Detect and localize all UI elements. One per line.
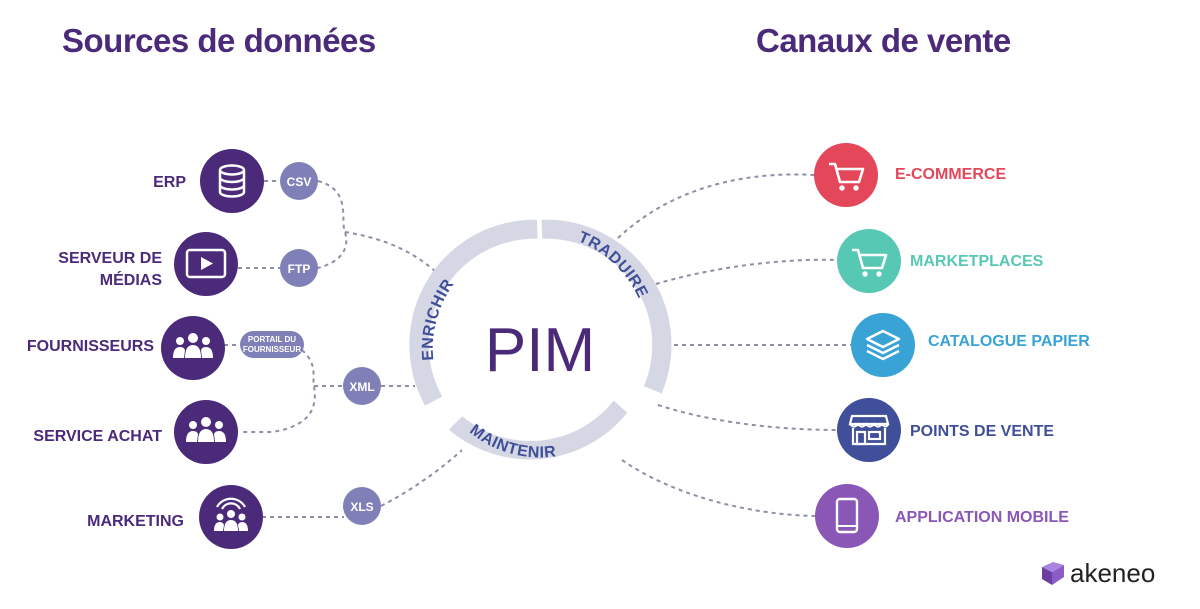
channel-ecommerce: E-COMMERCE bbox=[814, 143, 1006, 207]
source-marketing: MARKETING bbox=[87, 485, 263, 549]
connector-portail-achat bbox=[242, 349, 316, 433]
connector-hub-marketplaces bbox=[655, 258, 839, 285]
source-connectors bbox=[224, 180, 463, 518]
channel-catalogue: CATALOGUE PAPIER bbox=[851, 313, 1090, 377]
channel-label-marketplaces: MARKETPLACES bbox=[910, 253, 1044, 270]
source-label-medias-line1: SERVEUR DE bbox=[58, 250, 162, 267]
format-badge-csv: CSV bbox=[280, 162, 318, 200]
svg-text:FOURNISSEUR: FOURNISSEUR bbox=[243, 345, 301, 354]
layers-stack-icon bbox=[865, 329, 901, 361]
svg-text:XML: XML bbox=[349, 380, 374, 394]
format-badge-portail: PORTAIL DU FOURNISSEUR bbox=[240, 331, 304, 358]
source-label-erp: ERP bbox=[153, 174, 186, 191]
database-icon bbox=[218, 164, 246, 198]
svg-text:FTP: FTP bbox=[288, 262, 311, 276]
channel-label-catalogue: CATALOGUE PAPIER bbox=[928, 333, 1090, 350]
svg-text:PORTAIL DU: PORTAIL DU bbox=[248, 335, 296, 344]
source-medias: SERVEUR DE MÉDIAS bbox=[58, 232, 238, 296]
format-badge-ftp: FTP bbox=[280, 249, 318, 287]
broadcast-people-icon bbox=[214, 497, 248, 531]
channel-marketplaces-circle bbox=[837, 229, 901, 293]
smartphone-icon bbox=[835, 497, 859, 534]
ring-segment-enrichir bbox=[409, 219, 538, 406]
brand-logo: akeneo bbox=[1040, 558, 1155, 589]
connector-csv-ftp bbox=[317, 180, 348, 269]
channel-mobile-circle bbox=[815, 484, 879, 548]
source-label-service-achat: SERVICE ACHAT bbox=[33, 428, 162, 445]
ring-segment-maintenir bbox=[448, 400, 628, 460]
format-badge-xls: XLS bbox=[343, 487, 381, 525]
source-erp: ERP bbox=[153, 149, 264, 213]
source-service-achat: SERVICE ACHAT bbox=[33, 400, 238, 464]
connector-hub-mobile bbox=[621, 459, 816, 517]
people-group-icon bbox=[186, 417, 226, 442]
channel-mobile: APPLICATION MOBILE bbox=[815, 484, 1069, 548]
brand-name: akeneo bbox=[1070, 558, 1156, 588]
akeneo-logo-icon bbox=[1042, 561, 1064, 585]
source-label-fournisseurs: FOURNISSEURS bbox=[27, 338, 154, 355]
channel-label-mobile: APPLICATION MOBILE bbox=[895, 509, 1069, 526]
channel-points-vente: POINTS DE VENTE bbox=[837, 398, 1054, 462]
source-label-marketing: MARKETING bbox=[87, 513, 184, 530]
format-badge-xml: XML bbox=[343, 367, 381, 405]
channel-marketplaces: MARKETPLACES bbox=[837, 229, 1044, 293]
channels-title: Canaux de vente bbox=[756, 22, 1011, 59]
connector-csv-ftp-to-hub bbox=[344, 231, 437, 273]
ring-segment-traduire bbox=[541, 219, 672, 394]
channel-catalogue-circle bbox=[851, 313, 915, 377]
shopping-cart-icon bbox=[829, 162, 865, 191]
connector-xls-hub bbox=[380, 449, 463, 507]
sources-title: Sources de données bbox=[62, 22, 376, 59]
hub-center-label: PIM bbox=[485, 316, 595, 385]
channel-points-vente-circle bbox=[837, 398, 901, 462]
svg-text:XLS: XLS bbox=[350, 500, 373, 514]
source-fournisseurs: FOURNISSEURS bbox=[27, 316, 225, 380]
storefront-icon bbox=[848, 414, 890, 446]
people-group-icon bbox=[173, 333, 213, 358]
source-label-medias-line2: MÉDIAS bbox=[100, 270, 163, 289]
channel-label-points-vente: POINTS DE VENTE bbox=[910, 423, 1054, 440]
connector-hub-points-vente bbox=[657, 404, 839, 431]
channel-ecommerce-circle bbox=[814, 143, 878, 207]
channel-connectors bbox=[617, 173, 851, 517]
shopping-cart-icon bbox=[852, 248, 888, 277]
connector-hub-ecommerce bbox=[617, 173, 815, 239]
svg-text:CSV: CSV bbox=[287, 175, 312, 189]
pim-ring bbox=[409, 219, 672, 460]
video-player-icon bbox=[185, 248, 227, 279]
channel-label-ecommerce: E-COMMERCE bbox=[895, 166, 1006, 183]
